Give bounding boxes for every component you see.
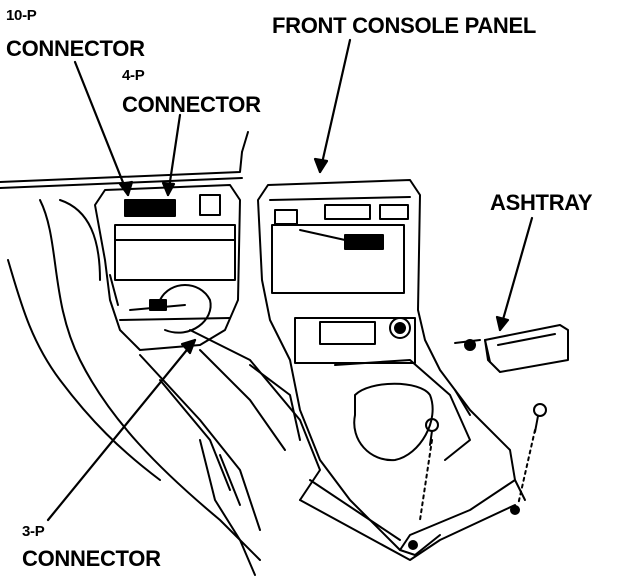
- label-3p-connector: 3-P: [22, 523, 45, 540]
- shift-tunnel: [139, 329, 321, 576]
- label-ashtray-text: ASHTRAY: [490, 190, 593, 215]
- leader-front-console: [318, 38, 352, 174]
- label-front-console-panel-text: FRONT CONSOLE PANEL: [272, 13, 537, 38]
- leader-3p-arrow: [180, 338, 197, 355]
- center-stack: [94, 184, 241, 351]
- leader-front-console-arrow: [313, 157, 329, 174]
- leader-3p: [46, 338, 197, 522]
- label-10p-connector-word: CONNECTOR: [6, 38, 145, 60]
- leader-4p-arrow: [161, 181, 176, 197]
- label-4p-line2: CONNECTOR: [122, 92, 261, 117]
- screws: [408, 339, 547, 550]
- label-4p-connector-word: CONNECTOR: [122, 94, 261, 116]
- label-3p-connector-word: CONNECTOR: [22, 548, 161, 570]
- label-front-console-panel: FRONT CONSOLE PANEL: [272, 15, 536, 37]
- screw-alignment-line: [419, 439, 433, 521]
- label-10p-line2: CONNECTOR: [6, 36, 145, 61]
- label-ashtray: ASHTRAY: [490, 190, 593, 215]
- screw-alignment-line-right: [517, 429, 536, 506]
- front-console-panel: [257, 179, 516, 551]
- leader-4p: [166, 113, 182, 197]
- label-4p-connector: 4-P: [122, 67, 145, 84]
- console-lower-edge: [299, 479, 526, 561]
- label-3p-line1: 3-P: [22, 523, 45, 540]
- leader-ashtray-arrow: [495, 315, 510, 332]
- leader-lines: [46, 38, 534, 522]
- label-10p-connector: 10-P: [6, 8, 37, 23]
- label-3p-line2: CONNECTOR: [22, 546, 161, 571]
- ashtray-part: [484, 324, 569, 373]
- dashboard-outline: [0, 131, 261, 561]
- leader-ashtray: [498, 216, 534, 332]
- leader-10p: [73, 60, 130, 197]
- label-4p-line1: 4-P: [122, 67, 145, 84]
- leader-10p-arrow: [118, 180, 134, 197]
- label-10p-line1: 10-P: [6, 7, 37, 24]
